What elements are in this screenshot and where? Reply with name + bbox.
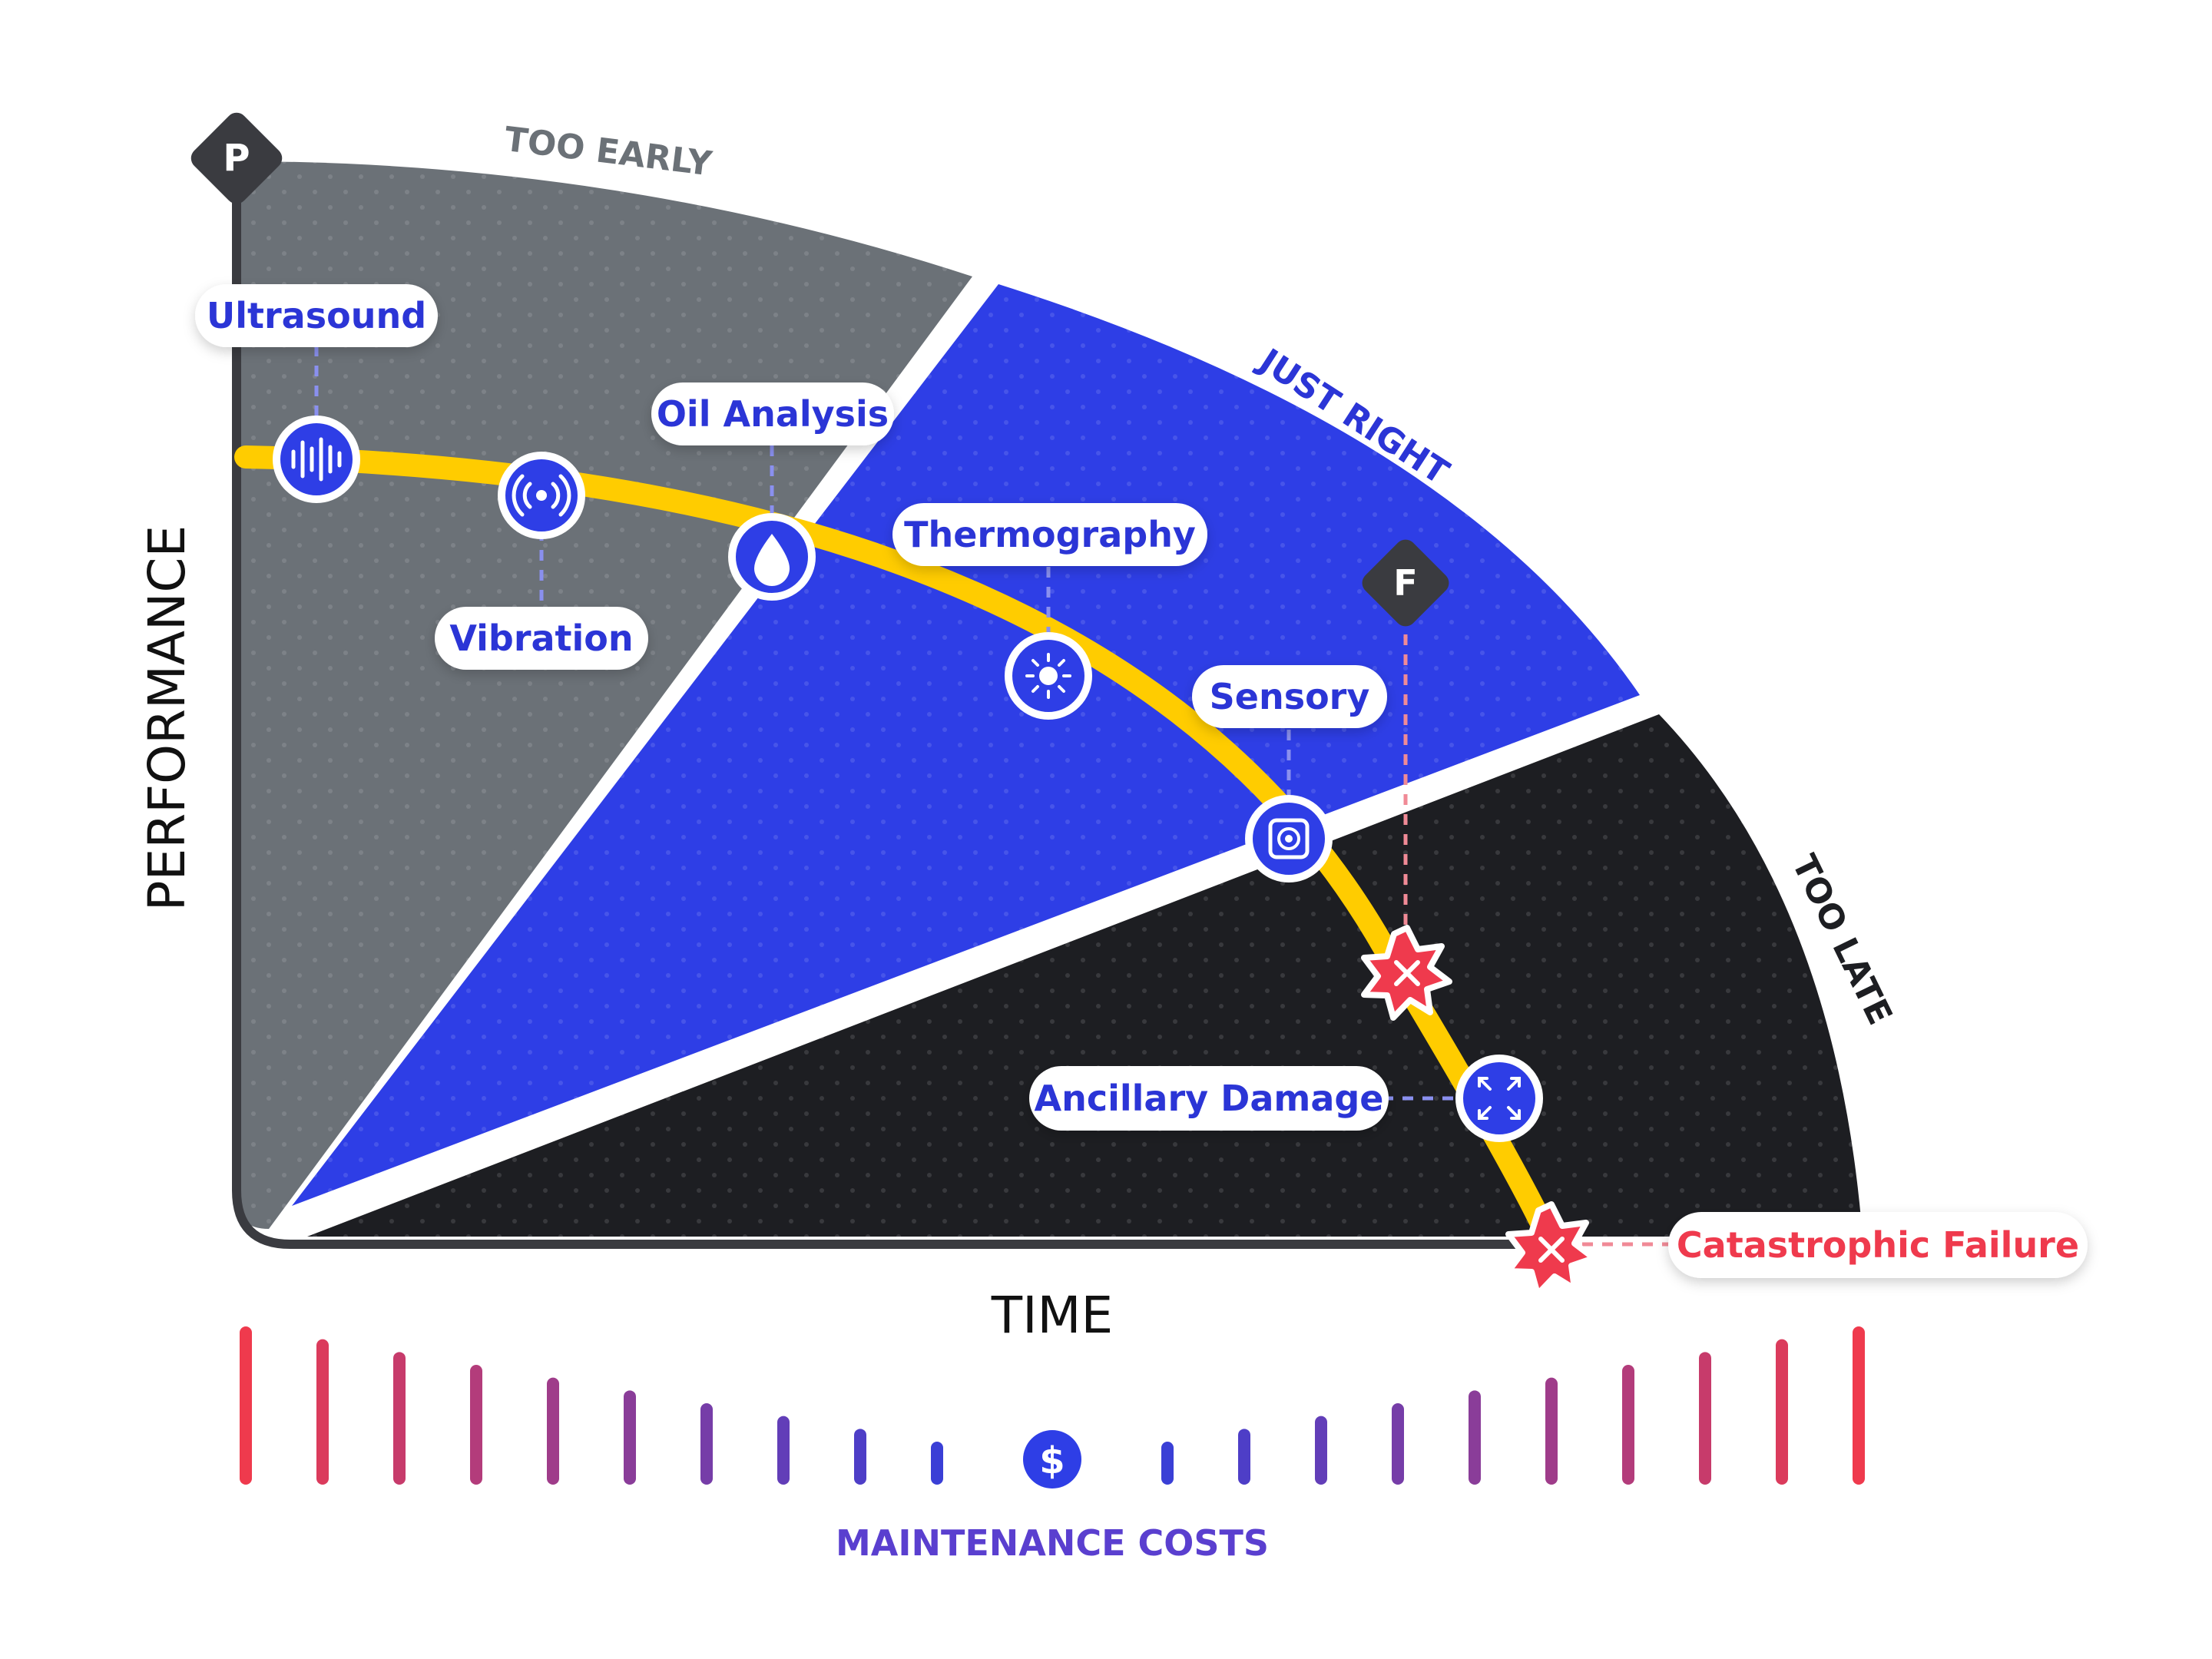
label-vibration [435,607,648,670]
potential-failure-marker: P [190,112,283,204]
vibration-waves-icon [498,452,585,539]
label-ancillary-damage [1029,1066,1389,1131]
label-vibration-text: Vibration [449,618,633,659]
y-axis-label: PERFORMANCE [137,525,197,911]
dollar-icon: $ [1023,1430,1081,1488]
sun-heat-icon [1005,632,1092,720]
svg-text:F: F [1393,562,1417,604]
catastrophic-failure-burst-icon [1505,1201,1597,1297]
functional-failure-marker: F [1362,539,1449,627]
zone-label-too-early: TOO EARLY [502,120,715,184]
svg-text:$: $ [1039,1439,1065,1482]
label-sensory [1192,665,1387,728]
x-axis-label: TIME [991,1286,1113,1345]
failure-burst-icon [1361,925,1452,1021]
label-thermography [892,503,1207,566]
maintenance-cost-bars [240,1326,1865,1485]
expand-arrows-icon [1455,1055,1543,1142]
sound-wave-icon [273,416,360,503]
svg-text:P: P [223,137,250,180]
sensor-target-icon [1245,795,1333,882]
zone-just-right [292,284,1640,1206]
label-oil-analysis [651,382,894,445]
label-ultrasound-text: Ultrasound [207,295,426,336]
label-ultrasound [195,284,438,347]
axes [232,157,1541,1249]
label-oil-analysis-text: Oil Analysis [657,393,889,435]
label-ancillary-damage-text: Ancillary Damage [1035,1078,1384,1119]
label-thermography-text: Thermography [904,514,1196,555]
label-sensory-text: Sensory [1210,676,1370,717]
label-catastrophic-failure-text: Catastrophic Failure [1677,1224,2079,1266]
oil-drop-icon [728,513,816,601]
maintenance-costs-label: MAINTENANCE COSTS [836,1522,1269,1564]
label-catastrophic-failure [1668,1212,2088,1278]
